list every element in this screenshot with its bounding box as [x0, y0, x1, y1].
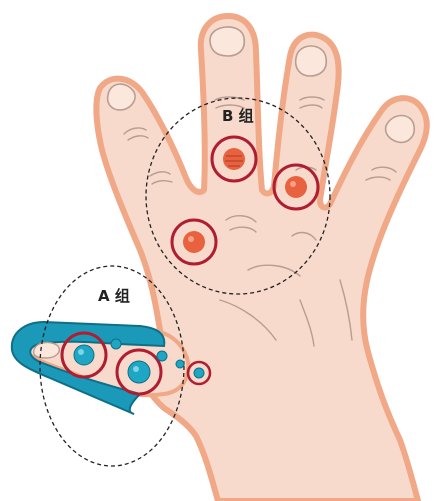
- hand-outline: [96, 16, 426, 501]
- thumb-nail: [34, 343, 60, 358]
- group-a-minor-point: [176, 360, 184, 368]
- group-a-minor-point: [111, 339, 121, 349]
- group-a-label: A 组: [98, 287, 130, 305]
- little-nail: [386, 116, 415, 143]
- ring-nail: [296, 46, 327, 76]
- group-a-minor-point: [157, 351, 167, 361]
- group-b-label: B 组: [222, 107, 254, 125]
- index-nail: [108, 84, 135, 110]
- hand-illustration: [96, 16, 426, 501]
- middle-nail: [210, 27, 244, 56]
